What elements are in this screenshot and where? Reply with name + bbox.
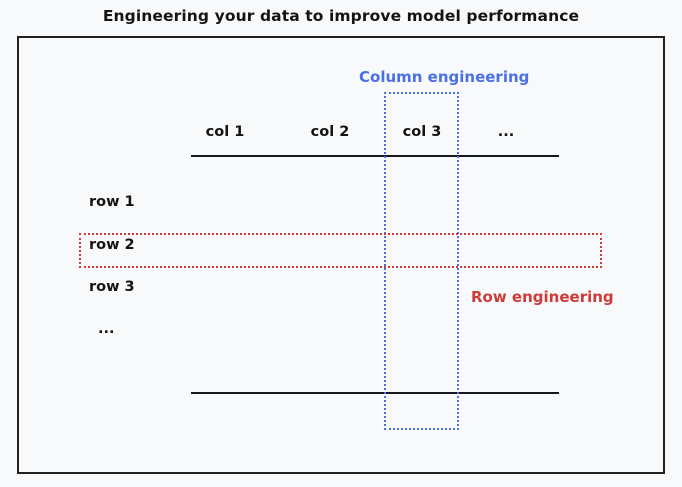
- column-header-col-1: col 1: [205, 124, 245, 140]
- table-rule-top: [191, 155, 559, 157]
- column-header-ellipsis: ...: [497, 124, 515, 140]
- column-header-col-3: col 3: [402, 124, 442, 140]
- column-highlight-box: [384, 92, 459, 430]
- column-header-col-2: col 2: [310, 124, 350, 140]
- row-header-ellipsis: ...: [98, 321, 115, 337]
- row-highlight-box: [79, 233, 602, 268]
- page-title: Engineering your data to improve model p…: [102, 7, 580, 25]
- row-header-row-3: row 3: [89, 279, 135, 295]
- row-engineering-label: Row engineering: [471, 288, 614, 306]
- table-rule-bottom: [191, 392, 559, 394]
- row-header-row-1: row 1: [89, 194, 135, 210]
- row-header-row-2: row 2: [89, 237, 135, 253]
- diagram-frame: Column engineering Row engineering col 1…: [17, 36, 665, 474]
- column-engineering-label: Column engineering: [359, 68, 530, 86]
